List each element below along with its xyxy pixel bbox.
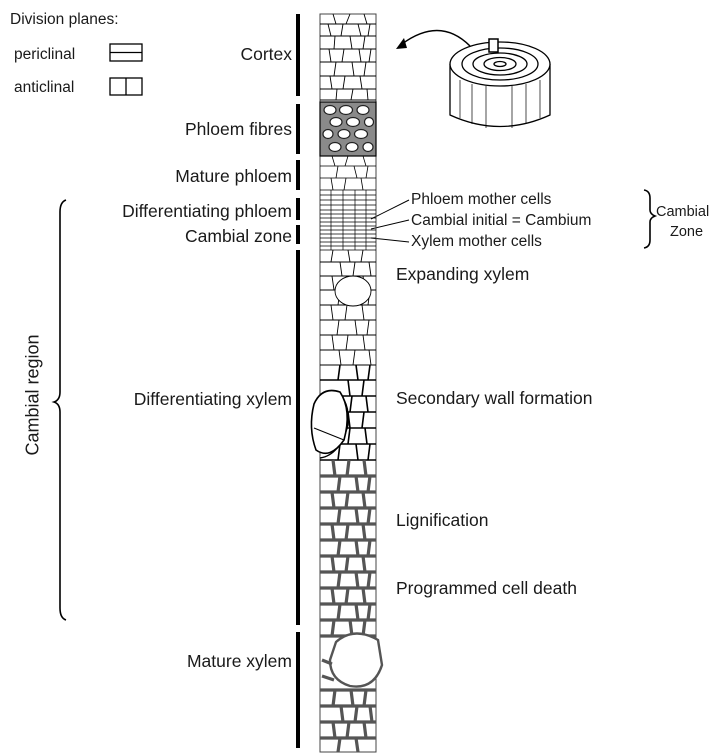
periclinal-legend-box xyxy=(110,44,142,61)
phloem-fibre-cells xyxy=(320,102,376,156)
lignified-cells xyxy=(320,460,376,620)
anticlinal-legend-box xyxy=(110,78,142,95)
cell-strip xyxy=(311,14,382,752)
cortex-cells xyxy=(320,14,376,100)
cambial-region-brace xyxy=(54,200,66,620)
log-illustration xyxy=(450,39,550,128)
cambial-zone-brace xyxy=(644,190,655,248)
mature-xylem-cells xyxy=(320,620,382,752)
secondary-wall-cells xyxy=(311,365,376,460)
cambial-zone-cells xyxy=(320,190,376,250)
curved-arrow xyxy=(402,30,470,46)
leader-lines xyxy=(371,200,409,242)
arrowhead xyxy=(396,38,407,49)
differentiating-xylem-cells xyxy=(320,250,376,365)
mature-phloem-cells xyxy=(320,156,376,190)
